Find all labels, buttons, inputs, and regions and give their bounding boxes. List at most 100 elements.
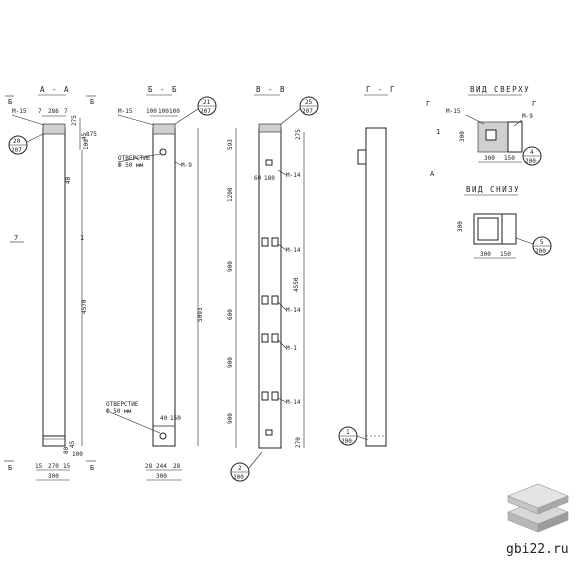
svg-text:900: 900 bbox=[227, 357, 234, 368]
svg-text:M-14: M-14 bbox=[286, 172, 301, 179]
bubble-vv-2: 2 200 bbox=[230, 451, 263, 482]
svg-text:300: 300 bbox=[156, 473, 167, 480]
svg-text:M-14: M-14 bbox=[286, 399, 301, 406]
callout-aa-m15: M-15 bbox=[12, 108, 27, 115]
bubble-bb-21: 21 207 bbox=[174, 96, 217, 125]
svg-text:593: 593 bbox=[227, 139, 234, 150]
column-aa-body bbox=[42, 127, 66, 447]
svg-text:45: 45 bbox=[69, 440, 76, 448]
svg-text:1200: 1200 bbox=[227, 187, 234, 202]
svg-text:15: 15 bbox=[35, 463, 43, 470]
bubble-vv-25: 25 207 bbox=[280, 96, 319, 125]
svg-text:300: 300 bbox=[480, 251, 491, 258]
cut-mark-b-bl: Б bbox=[8, 464, 12, 472]
bubble-bottom-view-5: 5 200 bbox=[515, 236, 552, 256]
svg-text:150: 150 bbox=[500, 251, 511, 258]
bubble-top-view-4: 4 200 bbox=[522, 146, 542, 166]
watermark-text: gbi22.ru bbox=[506, 542, 569, 557]
svg-text:275: 275 bbox=[71, 115, 78, 126]
svg-text:28: 28 bbox=[145, 463, 153, 470]
svg-text:286: 286 bbox=[48, 108, 59, 115]
top-view-dim-300: 300 bbox=[459, 131, 466, 142]
svg-text:200: 200 bbox=[233, 474, 244, 481]
svg-text:150: 150 bbox=[504, 155, 515, 162]
bottom-view-dim-300: 300 bbox=[457, 221, 464, 232]
bubble-gg-1: 1 200 bbox=[338, 426, 369, 446]
top-view: ВИД СВЕРХУ Г Г M-15 M-9 300 1 A 300 150 … bbox=[426, 85, 542, 178]
top-dims-bb: 100 100 100 bbox=[146, 108, 180, 117]
svg-text:60: 60 bbox=[254, 175, 262, 182]
section-vv-title: В - В bbox=[256, 85, 286, 94]
top-dims-aa: 7 286 7 bbox=[38, 108, 68, 117]
svg-text:21: 21 bbox=[203, 99, 211, 106]
cut-mark-b-right: Б bbox=[90, 98, 94, 106]
svg-text:900: 900 bbox=[227, 261, 234, 272]
top-view-m9: M-9 bbox=[522, 113, 533, 120]
top-view-mark-r: Г bbox=[532, 100, 536, 108]
column-gg-body bbox=[365, 127, 387, 447]
cut-mark-b-left: Б bbox=[8, 98, 12, 106]
svg-text:4: 4 bbox=[530, 149, 534, 156]
right-dims-aa: 275 100 45 875 40 bbox=[65, 115, 97, 184]
svg-text:207: 207 bbox=[11, 147, 22, 154]
dim-aa-4570: 4570 bbox=[81, 299, 88, 314]
callout-bb-m15: M-15 bbox=[118, 108, 133, 115]
section-gg: Г - Г 1 200 bbox=[338, 85, 396, 447]
top-view-bottom-dims: 300 150 bbox=[478, 155, 522, 163]
svg-text:150: 150 bbox=[170, 415, 181, 422]
svg-text:900: 900 bbox=[227, 413, 234, 424]
svg-text:20: 20 bbox=[13, 138, 21, 145]
column-bb-head bbox=[152, 123, 176, 135]
svg-text:100: 100 bbox=[158, 108, 169, 115]
svg-text:200: 200 bbox=[525, 158, 536, 165]
svg-text:100: 100 bbox=[83, 139, 90, 150]
dim-vv-4550: 4550 bbox=[293, 277, 300, 292]
svg-text:207: 207 bbox=[302, 108, 313, 115]
svg-text:100: 100 bbox=[72, 451, 83, 458]
svg-text:207: 207 bbox=[200, 108, 211, 115]
hole-dims-bb: 40 150 bbox=[160, 415, 181, 422]
axis-aa-7: 7 bbox=[14, 234, 18, 242]
callouts-vv: M-14 M-14 M-14 M-1 M-14 bbox=[277, 169, 301, 406]
svg-text:270: 270 bbox=[48, 463, 59, 470]
svg-text:1: 1 bbox=[346, 429, 350, 436]
svg-text:100: 100 bbox=[146, 108, 157, 115]
svg-text:15: 15 bbox=[63, 463, 71, 470]
top-view-mark-1: 1 bbox=[436, 128, 440, 136]
bottom-view-bottom-dims: 300 150 bbox=[474, 251, 516, 259]
top-view-mark-l: Г bbox=[426, 100, 430, 108]
svg-text:7: 7 bbox=[64, 108, 68, 115]
top-view-mark-A: A bbox=[430, 170, 435, 178]
svg-text:M-14: M-14 bbox=[286, 247, 301, 254]
cut-mark-b-br: Б bbox=[90, 464, 94, 472]
bottom-dims-bb: 28 244 28 300 bbox=[145, 463, 182, 481]
column-gg-console bbox=[357, 149, 367, 165]
small-dims-vv: 60 180 bbox=[254, 175, 275, 182]
top-view-title: ВИД СВЕРХУ bbox=[470, 85, 530, 94]
hole-bb-top bbox=[159, 148, 167, 156]
svg-text:300: 300 bbox=[484, 155, 495, 162]
svg-text:100: 100 bbox=[169, 108, 180, 115]
column-bb-body bbox=[152, 127, 176, 447]
svg-text:7: 7 bbox=[38, 108, 42, 115]
svg-text:200: 200 bbox=[535, 248, 546, 255]
svg-text:28: 28 bbox=[173, 463, 181, 470]
section-aa-title: A - A bbox=[40, 85, 70, 94]
svg-text:40: 40 bbox=[65, 176, 72, 184]
svg-text:80: 80 bbox=[63, 446, 70, 454]
callout-bb-m9: M-9 bbox=[181, 162, 192, 169]
dims-left-vv: 593 1200 900 600 900 900 bbox=[227, 139, 234, 424]
section-vv: В - В 593 1200 900 600 900 900 M-14 M-14… bbox=[227, 85, 319, 482]
svg-text:M-14: M-14 bbox=[286, 307, 301, 314]
section-aa: A - A Б Б M-15 7 286 7 275 100 45 875 40… bbox=[4, 85, 97, 481]
svg-text:180: 180 bbox=[264, 175, 275, 182]
dim-vv-275: 275 bbox=[295, 129, 302, 140]
svg-text:2: 2 bbox=[238, 465, 242, 472]
svg-text:5: 5 bbox=[540, 239, 544, 246]
section-gg-title: Г - Г bbox=[366, 85, 396, 94]
svg-text:40: 40 bbox=[160, 415, 168, 422]
bubble-aa-20: 20 207 bbox=[8, 133, 44, 155]
